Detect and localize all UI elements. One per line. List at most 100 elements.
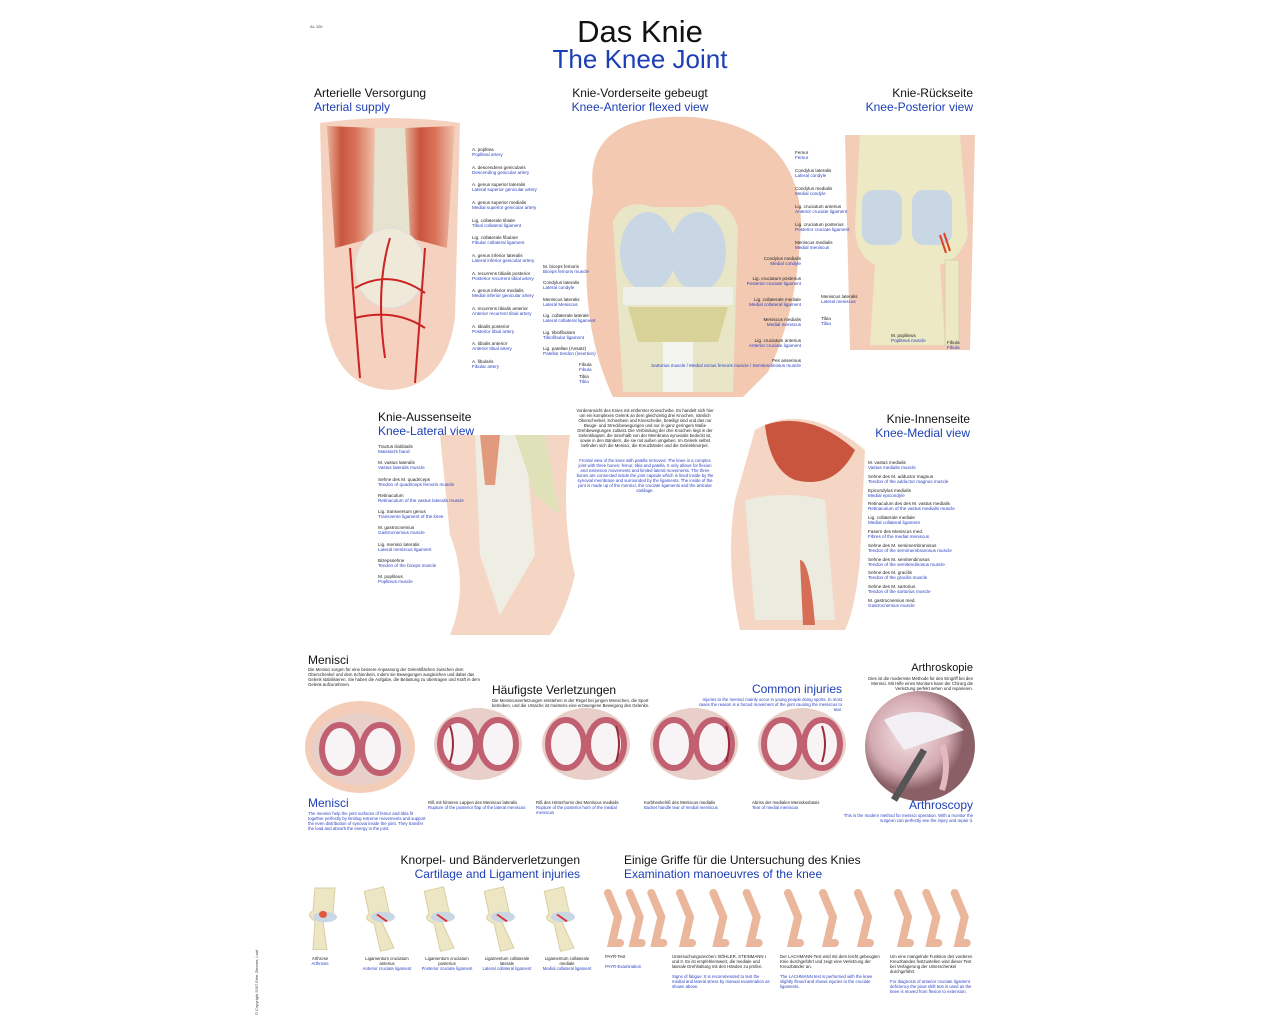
label-de: M. popliteus xyxy=(891,333,916,338)
caption-en: Arthrosis xyxy=(311,961,329,966)
caption-en: Lateral collateral ligament xyxy=(482,966,532,971)
medial-title-en: Knee-Medial view xyxy=(875,426,970,440)
label-en: Tendon of the semimembranosus muscle xyxy=(868,547,952,553)
label-de: M. popliteus xyxy=(378,574,403,579)
label-en: Medial meniscus xyxy=(766,322,801,328)
label-en: Popliteus muscle xyxy=(891,338,926,343)
label-de: Lig. collaterale mediale xyxy=(754,296,801,302)
label-en: Lateral meniscus xyxy=(821,299,856,304)
label-en: Lateral collateral ligament xyxy=(543,318,596,324)
poster-code: AL 100 xyxy=(310,24,323,29)
label-de: M. vastus medialis xyxy=(868,460,906,465)
label-en: Fibula xyxy=(579,367,592,372)
label-de: Sehne des M. adductor magnus xyxy=(868,473,934,479)
label-en: Medial superior genicular artery xyxy=(472,204,537,210)
exam-illustration xyxy=(784,889,874,947)
caption-en: Posterior cruciate ligament xyxy=(421,966,473,971)
anterior-title-de: Knie-Vorderseite gebeugt xyxy=(572,86,708,100)
caption-en: Medial collateral ligament xyxy=(542,966,592,971)
label-de: M. vastus lateralis xyxy=(378,460,415,466)
label-de: Lig. cruciatum posterius xyxy=(795,222,844,227)
meniscus-illustration xyxy=(434,708,522,780)
caption-de: Riß des Hinterhorns des Meniscus mediali… xyxy=(536,800,619,805)
medial-illustration xyxy=(731,418,865,630)
label-en: Femur xyxy=(795,155,809,160)
label-en: Retinaculum of the vastus lateralis musc… xyxy=(378,497,464,503)
label-de: Meniscus lateralis xyxy=(543,296,580,302)
knee-ligament-illustration xyxy=(423,886,455,952)
poster-title: Das Knie xyxy=(577,14,703,49)
copyright: © Copyright 2007 Erler Zimmer, Lauf xyxy=(254,949,259,1015)
label-en: Transverse ligament of the knee xyxy=(378,514,444,519)
label-de: Condylus lateralis xyxy=(795,168,832,173)
label-en: Medial inferior genicular artery xyxy=(472,293,534,299)
label-de: Lig. transversum genus xyxy=(378,509,426,514)
caption-de: Korbhenkelriß des Meniscus medialis xyxy=(644,800,716,805)
arthroscopy-title-de: Arthroskopie xyxy=(911,662,973,674)
label-en: Fibres of the medial meniscus xyxy=(868,533,930,539)
caption-de: Ligamentum collaterale mediale xyxy=(544,956,590,966)
posterior-illustration xyxy=(845,135,975,350)
label-de: M. gastrocnemius xyxy=(378,525,415,531)
knee-ligament-illustration xyxy=(543,886,575,952)
label-de: Pes anserinus xyxy=(771,357,801,363)
label-en: Medial collateral ligament xyxy=(868,520,920,526)
menisci-title-de: Menisci xyxy=(308,653,349,667)
label-en: Vastus lateralis muscle xyxy=(378,465,425,471)
description-de: Vorderansicht des Knies mit entfernter K… xyxy=(576,408,714,448)
caption-en: Bucket handle tear of medial meniscus xyxy=(644,805,718,810)
injuries-title-de: Häufigste Verletzungen xyxy=(492,683,617,697)
label-de: M. biceps femoris xyxy=(543,264,579,269)
caption-de: Abriss der medialen Meniskusbasis xyxy=(752,800,820,805)
knee-ligament-illustration xyxy=(363,886,395,952)
arthroscopy-text-en: This is the modern method for menisci op… xyxy=(843,813,973,823)
poster-subtitle: The Knee Joint xyxy=(552,44,728,74)
label-en: Tendon of quadriceps femoris muscle xyxy=(378,481,455,487)
label-en: Posterior cruciate ligament xyxy=(795,227,850,232)
caption-en: PAYR-Examination xyxy=(605,964,642,969)
exam-illustration xyxy=(676,889,763,947)
arterial-title-de: Arterielle Versorgung xyxy=(314,86,427,100)
label-en: Medial epicondyle xyxy=(868,492,905,498)
anatomy-label: Lig. patellae (Ansatz)Patellar tendon (i… xyxy=(543,346,596,356)
menisci-text-en: The menisci help the joint surfaces of f… xyxy=(308,811,426,831)
label-en: Medial collateral ligament xyxy=(749,301,801,307)
lateral-illustration xyxy=(440,435,575,635)
label-de: Lig. cruciatum anterius xyxy=(754,337,801,343)
label-de: A. recurrens tibialis anterior xyxy=(472,305,528,311)
caption-en: Signs of fatigue: It is recommended to t… xyxy=(672,974,770,989)
label-en: Patellar tendon (insertion) xyxy=(543,350,596,356)
label-de: Bizepssehne xyxy=(378,557,405,563)
label-en: Gastrocnemius muscle xyxy=(378,530,425,536)
arthroscopy-illustration xyxy=(865,691,975,802)
label-en: Tendon of the semitendinosus muscle xyxy=(868,561,945,567)
label-de: Lig. collaterale tibiale xyxy=(472,217,515,223)
